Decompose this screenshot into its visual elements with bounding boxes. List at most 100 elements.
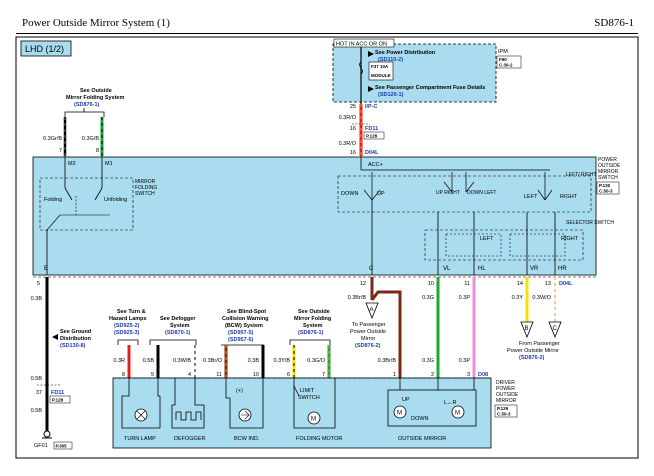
term-e: E xyxy=(44,266,48,272)
folding-label: Folding xyxy=(44,197,62,203)
drv-ref: P.129 xyxy=(497,406,509,411)
switch-ref-box xyxy=(596,181,620,195)
from-pass-2: Power Outside Mirror xyxy=(507,348,559,354)
term-c: C xyxy=(369,266,374,272)
folding-switch-label3: SWITCH xyxy=(135,191,155,197)
conn-b-shape xyxy=(520,321,534,339)
defogger-frame xyxy=(171,378,205,429)
ref-turn-1: See Turn & xyxy=(117,309,146,315)
drv-name-1: DRIVER xyxy=(496,380,515,386)
direction-switch-box xyxy=(337,175,592,213)
lr-contacts xyxy=(443,172,475,193)
ground-tag: FD11 xyxy=(51,390,64,396)
bcw-plus: (+) xyxy=(236,388,243,394)
om-down: DOWN xyxy=(411,416,428,422)
bcw-led-symbol xyxy=(241,410,250,420)
drv-conn: C.50-3 xyxy=(497,412,511,417)
drv-pin-9: 3 xyxy=(467,372,470,378)
sw-pin-13: 13 xyxy=(545,281,551,287)
sw-wire-11: 0.3P xyxy=(459,295,471,301)
ipm-name: IPM xyxy=(498,49,508,55)
drv-wire-label-7: 0.3Br/B xyxy=(378,358,397,364)
c-wire xyxy=(370,277,402,378)
folding-switch-label1: MIRROR xyxy=(135,179,156,185)
see-passenger-fuse: See Passenger Compartment Fuse Details xyxy=(375,85,485,91)
turn-lamp-filament xyxy=(136,410,146,420)
om-up: UP xyxy=(402,397,410,403)
sw-pin-14: 14 xyxy=(517,281,523,287)
folding-ref-code: (SD876-1) xyxy=(74,102,100,108)
om-lr: L↔R xyxy=(444,400,457,406)
comp-outside: OUTSIDE MIRROR xyxy=(398,436,446,442)
drv-pin-4: 10 xyxy=(253,372,259,378)
ref-bcw-r1: (SD957-5) xyxy=(228,330,254,336)
ref-turn-r2: (SD925-3) xyxy=(114,330,140,336)
supply-pin-mid: 16 xyxy=(350,126,356,132)
supply-wire2: 0.3R/O xyxy=(339,141,357,147)
supply-tag-mid: FD11 xyxy=(365,126,378,132)
ref-fold-2: Mirror Folding xyxy=(294,316,331,322)
comp-turn: TURN LAMP xyxy=(124,436,156,442)
drv-wire-label-4: 0.3B xyxy=(248,358,260,364)
drv-pin-5: 6 xyxy=(287,372,290,378)
ipm-conn: F50 xyxy=(499,57,507,62)
drv-wire-label-9: 0.3P xyxy=(459,358,471,364)
selector-left-box xyxy=(445,233,502,257)
ground-ref: (SD130-8) xyxy=(60,343,86,349)
dir-down: DOWN xyxy=(341,191,358,197)
to-pass-1: To Passenger xyxy=(352,322,386,328)
defogger-element xyxy=(175,411,202,421)
ipm-conn-box xyxy=(496,55,522,69)
ref-fold-3: System xyxy=(303,323,323,329)
ground-gnd-ref: P.305 xyxy=(56,444,68,449)
sw-pin-12: 12 xyxy=(360,281,366,287)
selector-label: SELECTOR SWITCH xyxy=(566,220,614,226)
drv-name-3: OUTSIDE xyxy=(496,392,519,398)
comp-fold: FOLDING MOTOR xyxy=(296,436,342,442)
supply-pin-bot: 16 xyxy=(350,150,356,156)
diagram-frame xyxy=(15,36,639,459)
drv-wire-label-6: 0.3G/O xyxy=(307,358,325,364)
conn-a-shape xyxy=(365,302,379,320)
term-vl: VL xyxy=(443,266,451,272)
ground-gnd-ref-box xyxy=(53,441,73,450)
ground-gnd: GF01 xyxy=(34,443,48,449)
m1-label: M1 xyxy=(105,161,113,167)
switch-conn: C.50-3 xyxy=(599,189,613,194)
om-motor-ud xyxy=(393,405,407,419)
ipm-box xyxy=(332,43,497,103)
drv-wire-label-1: 0.5B xyxy=(143,358,155,364)
ground-symbol xyxy=(43,430,51,438)
page-title: Power Outside Mirror System (1) xyxy=(22,17,170,29)
folding-ref-bracket xyxy=(64,111,105,117)
sw-wire-5: 0.3B xyxy=(31,296,43,302)
page-header: Power Outside Mirror System (1) SD876-1 xyxy=(0,0,654,38)
folding-switch-box xyxy=(39,177,134,231)
om-motor-ud-m: M xyxy=(397,411,402,417)
fold-motor-frame xyxy=(293,378,336,429)
supply-tag-bot: D04L xyxy=(365,150,379,156)
drv-pin-0: 8 xyxy=(122,372,125,378)
see-passenger-arrow xyxy=(368,86,374,92)
from-pass-1: From Passenger xyxy=(519,341,560,347)
see-passenger-fuse-ref: (SD120-1) xyxy=(378,92,404,98)
folding-contact-right xyxy=(94,187,103,201)
selector-left: LEFT xyxy=(480,236,494,242)
see-power-dist: See Power Distribution xyxy=(375,50,436,56)
comp-bcw: BCW IND. xyxy=(234,436,260,442)
om-motor-lr-m: M xyxy=(455,411,460,417)
tag-d04l-2: D04L xyxy=(559,281,573,287)
supply-pin-top: 25 xyxy=(350,104,356,110)
supply-pref: P.128 xyxy=(366,134,378,139)
switch-name-2: OUTSIDE xyxy=(598,163,621,169)
bracket-fold xyxy=(289,339,331,345)
drv-pin-8: 2 xyxy=(431,372,434,378)
sw-pin-10: 10 xyxy=(428,281,434,287)
drv-wire-label-8: 0.3G xyxy=(422,358,434,364)
ref-fold-1: See Outside xyxy=(298,309,330,315)
term-vr: VR xyxy=(530,266,539,272)
ref-fold-r1: (SD876-1) xyxy=(298,330,324,336)
variant-label: LHD (1/2) xyxy=(25,44,64,54)
drv-pin-7: 1 xyxy=(393,372,396,378)
ref-defog-r1: (SD870-1) xyxy=(165,330,191,336)
